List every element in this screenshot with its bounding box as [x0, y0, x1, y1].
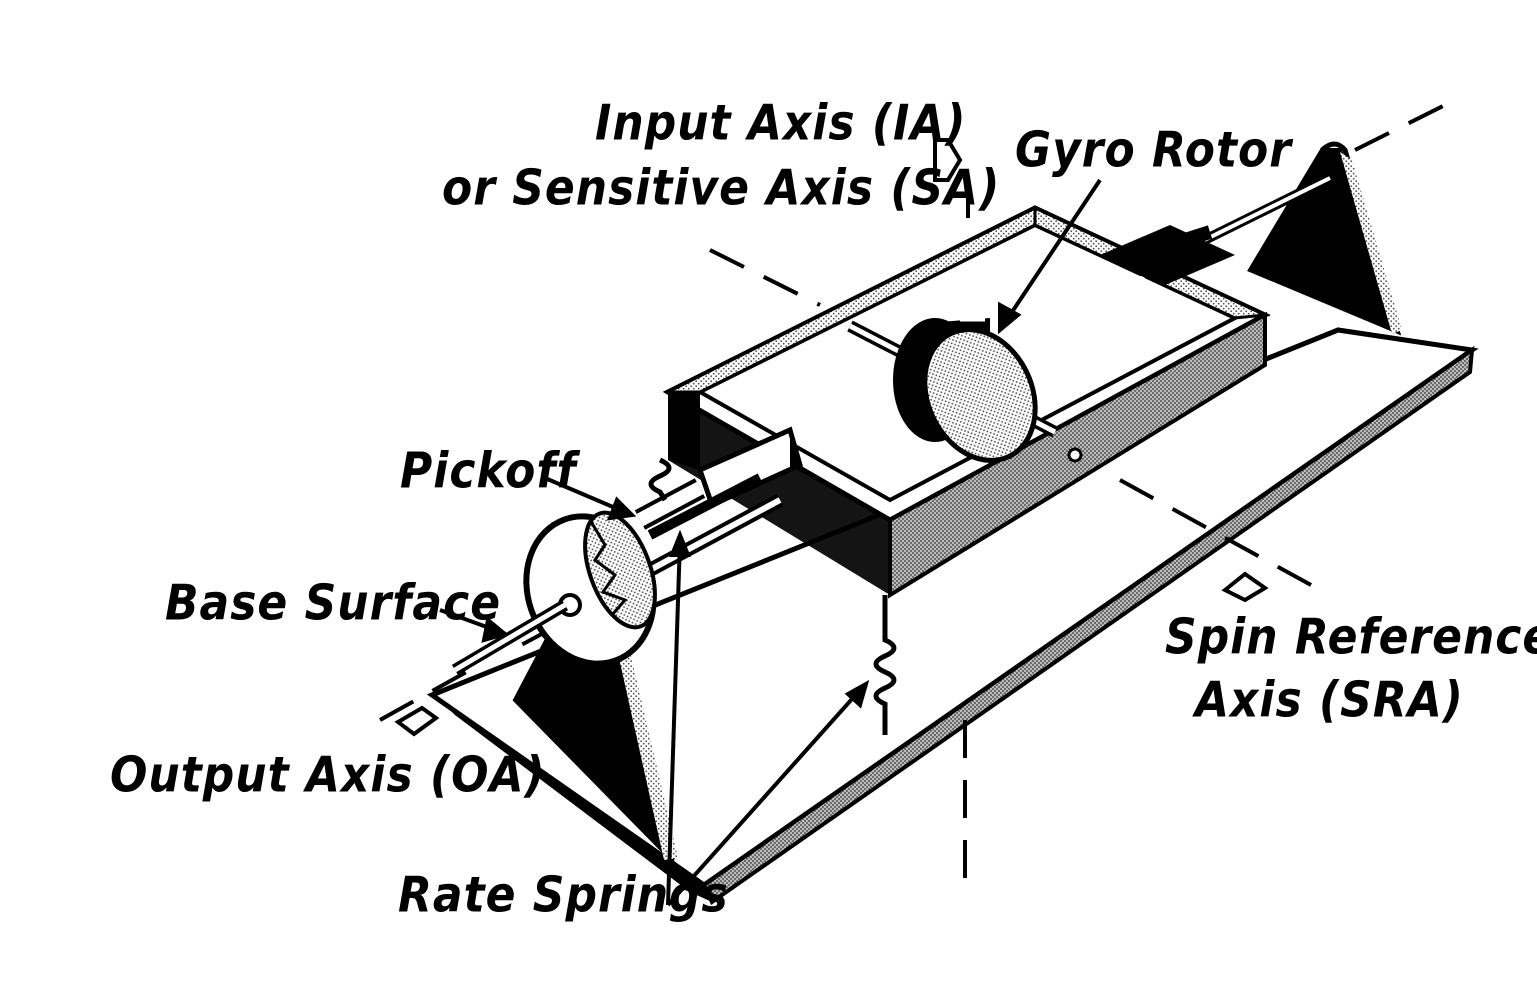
input-axis-label: Input Axis (IA)	[595, 94, 967, 152]
spin-reference-axis-label: Axis (SRA)	[1195, 671, 1464, 729]
gimbal-frame	[662, 205, 1271, 599]
gyro-rotor	[893, 318, 1038, 463]
spin-reference-label: Spin Reference	[1165, 608, 1537, 666]
sensitive-axis-label: or Sensitive Axis (SA)	[442, 159, 1001, 217]
gyro-rotor-label: Gyro Rotor	[1015, 121, 1292, 179]
rate-spring-leaders	[666, 529, 870, 907]
label-arrows	[439, 178, 1102, 643]
rate-springs-label: Rate Springs	[398, 866, 729, 924]
pickoff-disc	[451, 510, 657, 676]
rate-springs	[648, 457, 897, 735]
direction-arrows	[394, 138, 1269, 737]
axis-lines	[379, 103, 1446, 900]
base-surface-label: Base Surface	[165, 574, 502, 632]
pickoff-label: Pickoff	[400, 442, 577, 500]
output-axis-label: Output Axis (OA)	[110, 746, 546, 804]
